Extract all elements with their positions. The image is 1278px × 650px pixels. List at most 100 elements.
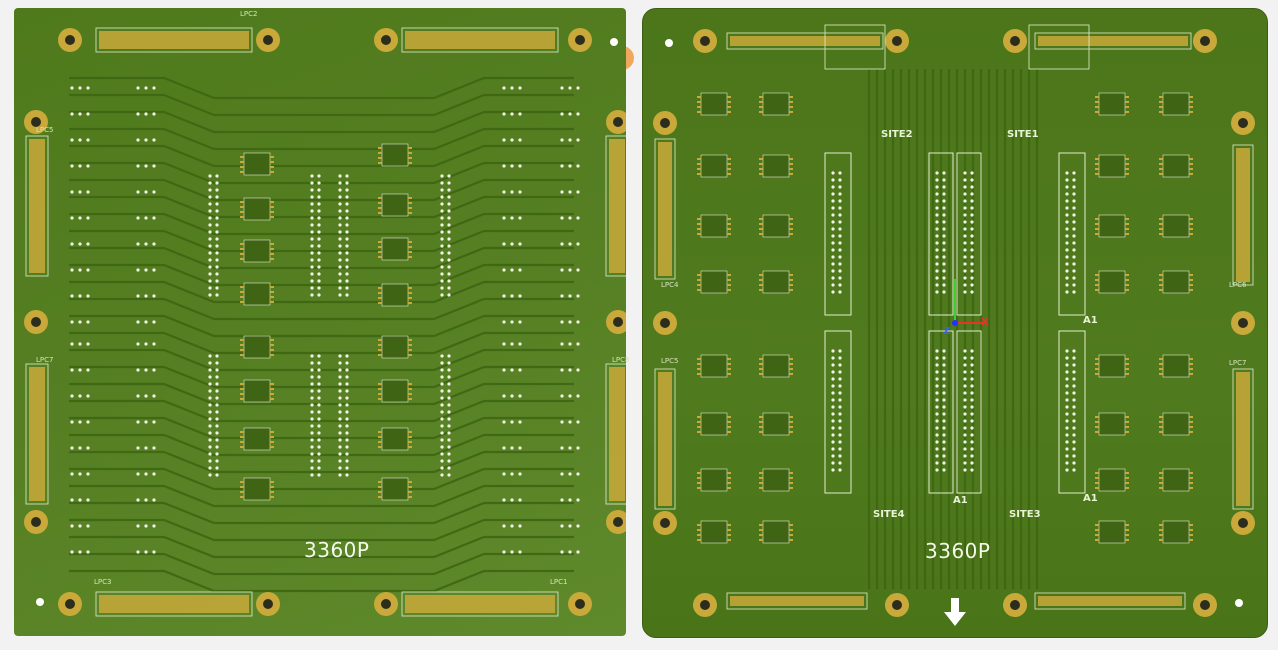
pin-pad: [831, 440, 835, 444]
pin-pad: [338, 389, 342, 393]
pin-pad: [560, 242, 564, 246]
connector-outline: [654, 138, 676, 280]
ic-pad: [1189, 421, 1193, 423]
ic-pad: [408, 388, 412, 390]
pin-pad: [1065, 255, 1069, 259]
pin-pad: [152, 420, 156, 424]
down-arrow-icon[interactable]: [944, 598, 966, 626]
ic-pad: [759, 477, 763, 479]
pin-pad: [208, 223, 212, 227]
pin-pad: [963, 276, 967, 280]
pin-pad: [1072, 377, 1076, 381]
ic-pad: [408, 344, 412, 346]
pin-pad: [317, 431, 321, 435]
pin-pad: [215, 361, 219, 365]
connector-label-left-lower: LPC7: [36, 356, 54, 364]
pin-pad: [70, 138, 74, 142]
pin-pad: [518, 524, 522, 528]
ic-pad: [789, 279, 793, 281]
ic-pad: [270, 388, 274, 390]
pcb-trace: [69, 76, 574, 100]
ic-pad: [378, 393, 382, 395]
pin-pad: [510, 86, 514, 90]
pin-pad: [447, 293, 451, 297]
pin-pad: [963, 269, 967, 273]
pin-pad: [338, 216, 342, 220]
pin-pad: [447, 466, 451, 470]
pin-pad: [1065, 349, 1069, 353]
ic-pad: [759, 96, 763, 98]
pin-pad: [963, 398, 967, 402]
pin-pad: [838, 454, 842, 458]
pin-pad: [970, 234, 974, 238]
ic-pad: [408, 152, 412, 154]
pin-pad: [942, 454, 946, 458]
pin-pad: [144, 242, 148, 246]
pin-pad: [136, 472, 140, 476]
pin-pad: [942, 283, 946, 287]
ic-pad: [1125, 529, 1129, 531]
pin-pad: [935, 468, 939, 472]
pin-pad: [576, 342, 580, 346]
pin-pad: [518, 420, 522, 424]
pin-pad: [502, 446, 506, 450]
pin-pad: [310, 195, 314, 199]
pin-pad: [440, 368, 444, 372]
pin-pad: [208, 445, 212, 449]
socket-outline: [928, 330, 954, 494]
ic-footprint: [243, 477, 271, 501]
ic-pad: [240, 481, 244, 483]
pin-pad: [78, 472, 82, 476]
pin-pad: [310, 237, 314, 241]
pin-pad: [1065, 199, 1069, 203]
pcb-trace: [69, 501, 574, 525]
pin-pad: [310, 431, 314, 435]
ic-pad: [378, 398, 382, 400]
pin-pad: [208, 375, 212, 379]
pin-pad: [440, 181, 444, 185]
pin-pad: [310, 466, 314, 470]
ic-pad: [1159, 426, 1163, 428]
pcb-trace: [69, 229, 574, 253]
left-pcb-board: LPC2 LPC5 LPC7 LPC8 LPC3 LPC1 3360P: [14, 8, 629, 636]
ic-pad: [1125, 539, 1129, 541]
pin-pad: [215, 286, 219, 290]
pin-pad: [215, 417, 219, 421]
pin-pad: [560, 550, 564, 554]
pin-pad: [338, 445, 342, 449]
pin-pad: [502, 368, 506, 372]
ic-pad: [270, 383, 274, 385]
ic-pad: [378, 287, 382, 289]
pin-pad: [935, 171, 939, 175]
pin-pad: [942, 384, 946, 388]
ic-footprint: [700, 270, 728, 294]
pin-pad: [447, 375, 451, 379]
pin-pad: [345, 459, 349, 463]
pin-pad: [345, 237, 349, 241]
ic-pad: [408, 393, 412, 395]
pin-pad: [935, 220, 939, 224]
pin-pad: [568, 164, 572, 168]
ic-pad: [1189, 487, 1193, 489]
pin-pad: [970, 276, 974, 280]
pin-pad: [560, 394, 564, 398]
ic-pad: [697, 431, 701, 433]
ic-footprint: [762, 214, 790, 238]
mounting-hole-center: [575, 35, 585, 45]
pin-pad: [576, 320, 580, 324]
ic-pad: [727, 218, 731, 220]
ic-pad: [697, 101, 701, 103]
ic-pad: [378, 431, 382, 433]
pin-pad: [560, 164, 564, 168]
pin-pad: [86, 216, 90, 220]
ic-pad: [1189, 358, 1193, 360]
ic-pad: [1159, 534, 1163, 536]
mounting-hole-center: [1238, 318, 1248, 328]
right-board-artwork: [653, 24, 1255, 617]
pin-pad: [136, 498, 140, 502]
axis-z-label: Z: [943, 326, 951, 337]
ic-pad: [1125, 472, 1129, 474]
pin-pad: [338, 230, 342, 234]
pcb-trace: [69, 433, 574, 457]
pin-pad: [935, 440, 939, 444]
